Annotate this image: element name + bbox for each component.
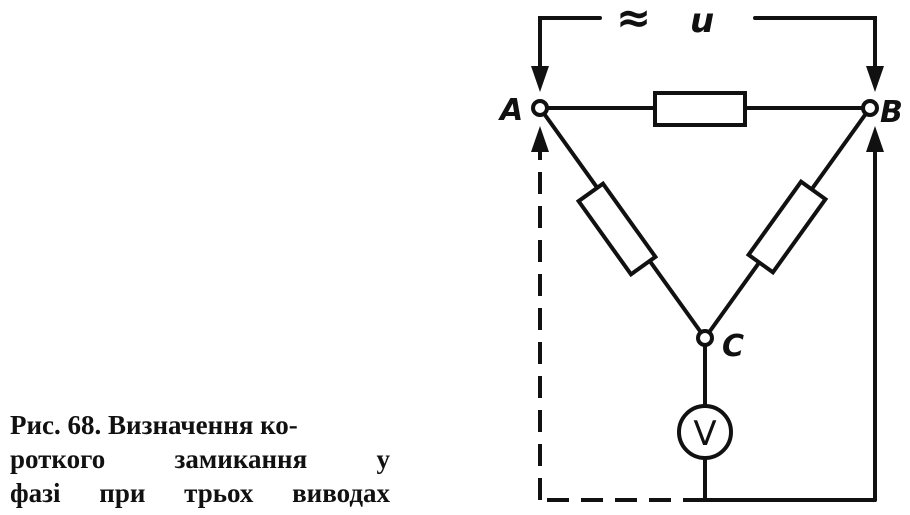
resistor-ac	[575, 180, 659, 278]
node-b-label: B	[880, 95, 903, 130]
node-a	[531, 99, 549, 117]
resistor-network	[538, 91, 872, 340]
resistor-ab	[653, 91, 747, 127]
supply-wire-top	[531, 16, 884, 92]
source-voltage-label: u	[690, 1, 714, 41]
node-c-label: C	[722, 329, 744, 364]
caption-line-3: фазі при трьох виводах	[10, 478, 390, 508]
resistor-bc	[745, 178, 829, 276]
figure-caption: Рис. 68. Визначення ко- роткого замиканн…	[10, 408, 390, 510]
voltmeter-label: V	[693, 414, 716, 454]
node-c	[696, 329, 714, 347]
arrow-up-b-icon	[866, 126, 884, 152]
caption-line-1: Рис. 68. Визначення ко-	[10, 410, 298, 440]
node-b	[861, 99, 879, 117]
ac-symbol: ≈	[616, 0, 651, 42]
arrow-down-a-icon	[531, 66, 549, 92]
arrow-down-b-icon	[866, 66, 884, 92]
arrow-up-a-icon	[531, 126, 549, 152]
node-a-label: A	[498, 93, 523, 128]
caption-line-2: роткого замикання у	[10, 444, 390, 474]
return-wires	[531, 126, 884, 502]
